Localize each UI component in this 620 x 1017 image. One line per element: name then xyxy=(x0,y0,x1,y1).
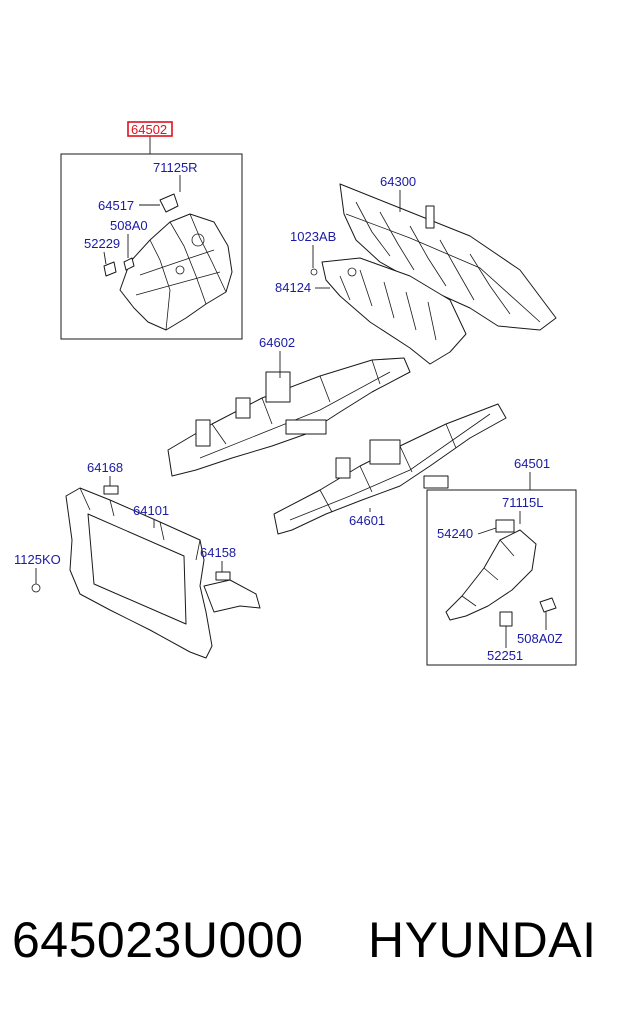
label-84124[interactable]: 84124 xyxy=(275,280,311,295)
label-64502[interactable]: 64502 xyxy=(131,122,167,137)
label-1023AB[interactable]: 1023AB xyxy=(290,229,336,244)
parts-diagram: 64502 71125R 64517 508A0 52229 64300 102… xyxy=(14,121,577,666)
part-fender-apron-right xyxy=(445,519,557,627)
part-side-member-64602 xyxy=(167,357,411,477)
label-508A0[interactable]: 508A0 xyxy=(110,218,148,233)
label-64101[interactable]: 64101 xyxy=(133,503,169,518)
group-box-64501 xyxy=(426,489,577,666)
part-side-member-64601 xyxy=(273,403,507,535)
label-71125R[interactable]: 71125R xyxy=(153,160,198,175)
label-71115L[interactable]: 71115L xyxy=(502,495,543,510)
label-64501[interactable]: 64501 xyxy=(514,456,550,471)
label-52229[interactable]: 52229 xyxy=(84,236,120,251)
group-box-64502 xyxy=(60,153,243,340)
footer: 645023U000 HYUNDAI xyxy=(0,905,620,975)
label-52251[interactable]: 52251 xyxy=(487,648,523,663)
label-1125KO[interactable]: 1125KO xyxy=(14,552,61,567)
brand-name: HYUNDAI xyxy=(368,912,597,968)
label-64168[interactable]: 64168 xyxy=(87,460,123,475)
label-64602[interactable]: 64602 xyxy=(259,335,295,350)
part-number: 645023U000 xyxy=(12,912,304,968)
label-64300[interactable]: 64300 xyxy=(380,174,416,189)
part-fender-apron-left xyxy=(103,193,233,331)
part-dash-panel xyxy=(310,183,557,365)
label-54240[interactable]: 54240 xyxy=(437,526,473,541)
highlight-box-64502 xyxy=(127,121,173,137)
label-64601[interactable]: 64601 xyxy=(349,513,385,528)
label-64158[interactable]: 64158 xyxy=(200,545,236,560)
label-508A0Z[interactable]: 508A0Z xyxy=(517,631,563,646)
label-64517[interactable]: 64517 xyxy=(98,198,134,213)
part-radiator-support xyxy=(31,485,261,659)
